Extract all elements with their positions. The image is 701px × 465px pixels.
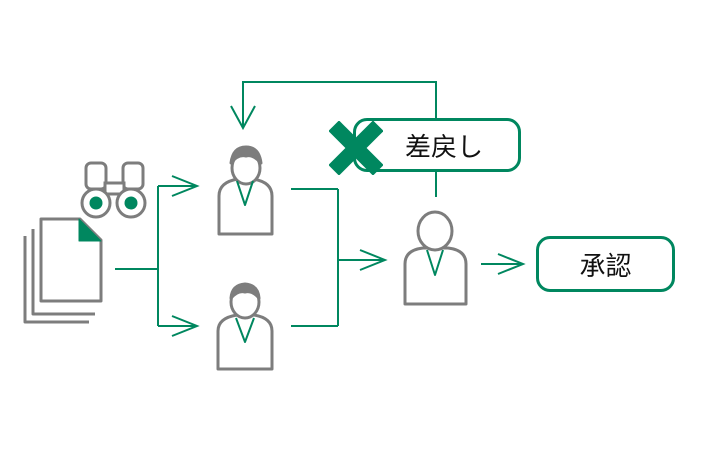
arrow-to-approval xyxy=(497,253,526,275)
reject-cross-icon xyxy=(329,121,383,175)
approver-icon xyxy=(403,210,468,306)
split-connector xyxy=(115,185,197,327)
male-reviewer-icon xyxy=(216,282,274,371)
binoculars-icon xyxy=(80,161,147,219)
female-reviewer-icon xyxy=(217,145,274,236)
document-stack-icon xyxy=(23,217,103,324)
arrow-to-reviewer-1 xyxy=(171,175,200,197)
return-arrow xyxy=(230,105,256,131)
return-loop-connector xyxy=(242,81,437,128)
reject-label: 差戻し xyxy=(404,132,483,163)
approve-label: 承認 xyxy=(579,251,632,282)
merge-connector xyxy=(291,188,385,327)
arrow-to-reviewer-2 xyxy=(171,315,200,337)
approve-box: 承認 xyxy=(536,236,675,292)
arrow-to-approver xyxy=(359,249,388,271)
